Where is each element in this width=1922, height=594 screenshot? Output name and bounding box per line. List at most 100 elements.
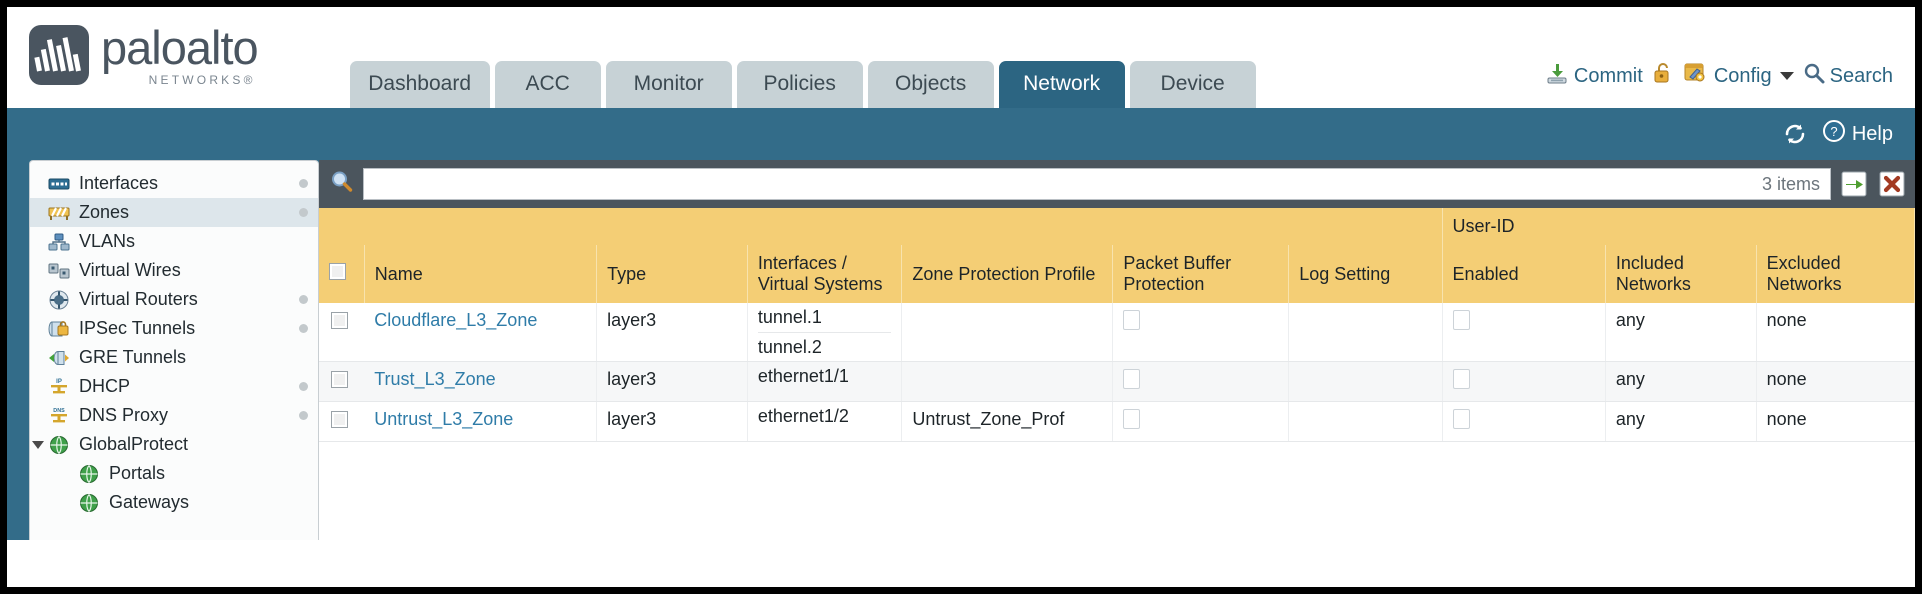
col-header-userid-enabled[interactable]: Enabled xyxy=(1442,245,1606,303)
tab-network[interactable]: Network xyxy=(998,61,1125,108)
cell-packet-buffer xyxy=(1112,401,1290,442)
cell-interfaces: ethernet1/1 xyxy=(747,361,903,402)
cell-excluded-networks: none xyxy=(1756,303,1915,362)
tab-dashboard[interactable]: Dashboard xyxy=(349,61,490,108)
col-header-name[interactable]: Name xyxy=(364,245,598,303)
table-row[interactable]: Untrust_L3_Zone layer3 ethernet1/2 Untru… xyxy=(319,401,1915,442)
row-select-cell[interactable] xyxy=(319,303,365,362)
clear-filter-button[interactable] xyxy=(1877,169,1907,199)
sidebar-label: Zones xyxy=(79,202,130,222)
select-all-checkbox[interactable] xyxy=(329,263,346,280)
table-group-header-row: User-ID xyxy=(319,208,1915,245)
ipsec-tunnels-icon xyxy=(48,319,70,338)
sidebar-item-interfaces[interactable]: Interfaces xyxy=(30,169,318,198)
row-checkbox[interactable] xyxy=(331,411,348,428)
virtual-wires-icon xyxy=(48,261,70,280)
col-header-type[interactable]: Type xyxy=(596,245,748,303)
search-field-wrap[interactable]: 3 items xyxy=(363,168,1831,200)
items-count-label: 3 items xyxy=(1761,173,1820,194)
col-header-zone-protection[interactable]: Zone Protection Profile xyxy=(901,245,1114,303)
sidebar-item-ipsec-tunnels[interactable]: IPSec Tunnels xyxy=(30,314,318,343)
sidebar-item-vlans[interactable]: VLANs xyxy=(30,227,318,256)
table-search-bar: 3 items xyxy=(319,160,1915,208)
sidebar-item-dhcp[interactable]: IP DHCP xyxy=(30,372,318,401)
col-header-excluded-networks[interactable]: Excluded Networks xyxy=(1756,245,1915,303)
sidebar-item-virtual-routers[interactable]: Virtual Routers xyxy=(30,285,318,314)
dns-proxy-icon: DNS xyxy=(48,406,70,425)
sidebar-item-globalprotect[interactable]: GlobalProtect xyxy=(30,430,318,459)
sidebar-item-dns-proxy[interactable]: DNS DNS Proxy xyxy=(30,401,318,430)
refresh-button[interactable] xyxy=(1780,119,1810,149)
col-header-included-networks[interactable]: Included Networks xyxy=(1605,245,1757,303)
packet-buffer-checkbox[interactable] xyxy=(1123,310,1141,330)
tab-policies[interactable]: Policies xyxy=(736,61,863,108)
table-row[interactable]: Cloudflare_L3_Zone layer3 tunnel.1 tunne… xyxy=(319,303,1915,362)
zone-name-link[interactable]: Cloudflare_L3_Zone xyxy=(374,310,538,330)
row-checkbox[interactable] xyxy=(331,312,348,329)
brand-tagline: NETWORKS® xyxy=(148,73,256,87)
header-actions: Commit xyxy=(1545,61,1915,108)
col-header-log-setting[interactable]: Log Setting xyxy=(1288,245,1443,303)
zones-table-body: Cloudflare_L3_Zone layer3 tunnel.1 tunne… xyxy=(319,303,1915,442)
userid-enabled-checkbox[interactable] xyxy=(1452,310,1470,330)
vlans-icon xyxy=(48,232,70,251)
cell-packet-buffer xyxy=(1112,303,1290,362)
cell-name: Trust_L3_Zone xyxy=(364,361,598,402)
lock-button[interactable] xyxy=(1652,61,1674,91)
sidebar-label: Interfaces xyxy=(79,173,159,193)
packet-buffer-checkbox[interactable] xyxy=(1123,369,1141,389)
cell-type: layer3 xyxy=(596,361,748,402)
tab-acc[interactable]: ACC xyxy=(494,61,601,108)
zone-name-link[interactable]: Trust_L3_Zone xyxy=(374,369,496,389)
group-header-userid: User-ID xyxy=(1442,208,1915,245)
row-checkbox[interactable] xyxy=(331,371,348,388)
userid-enabled-checkbox[interactable] xyxy=(1452,369,1470,389)
brand-name: paloalto xyxy=(101,21,259,74)
col-header-packet-buffer[interactable]: Packet Buffer Protection xyxy=(1112,245,1290,303)
cell-log-setting xyxy=(1288,401,1443,442)
cell-zone-protection xyxy=(901,303,1114,362)
chevron-down-icon[interactable] xyxy=(1779,72,1794,80)
cell-excluded-networks: none xyxy=(1756,401,1915,442)
row-select-cell[interactable] xyxy=(319,361,365,402)
select-all-header[interactable] xyxy=(319,245,365,303)
refresh-icon xyxy=(1785,124,1805,144)
apply-filter-button[interactable] xyxy=(1839,169,1869,199)
virtual-routers-icon xyxy=(48,290,70,309)
row-select-cell[interactable] xyxy=(319,401,365,442)
cell-zone-protection xyxy=(901,361,1114,402)
tab-objects[interactable]: Objects xyxy=(867,61,994,108)
table-row[interactable]: Trust_L3_Zone layer3 ethernet1/1 xyxy=(319,361,1915,402)
sidebar-status-dot xyxy=(299,324,308,333)
sidebar-label: DNS Proxy xyxy=(79,405,169,425)
sidebar-item-zones[interactable]: Zones xyxy=(30,198,318,227)
network-sidebar: Interfaces Zones xyxy=(29,160,319,540)
sidebar-item-gre-tunnels[interactable]: GRE Tunnels xyxy=(30,343,318,372)
config-wrench-icon xyxy=(1683,61,1709,91)
sidebar-item-gateways[interactable]: Gateways xyxy=(30,488,318,517)
userid-enabled-checkbox[interactable] xyxy=(1452,409,1470,429)
zone-name-link[interactable]: Untrust_L3_Zone xyxy=(374,409,514,429)
paloalto-logo-icon xyxy=(29,25,89,85)
table-header-row: Name Type Interfaces / Virtual Systems Z… xyxy=(319,245,1915,303)
expand-triangle-icon[interactable] xyxy=(32,440,44,449)
cell-userid-enabled xyxy=(1442,303,1606,362)
packet-buffer-checkbox[interactable] xyxy=(1123,409,1141,429)
tab-monitor[interactable]: Monitor xyxy=(605,61,732,108)
app-body: Interfaces Zones xyxy=(7,160,1915,540)
search-button[interactable]: Search xyxy=(1803,62,1893,90)
cell-log-setting xyxy=(1288,361,1443,402)
sidebar-item-portals[interactable]: Portals xyxy=(30,459,318,488)
config-menu[interactable]: Config xyxy=(1683,61,1794,91)
search-input[interactable] xyxy=(374,173,1762,195)
gateways-icon xyxy=(78,493,100,512)
sidebar-item-virtual-wires[interactable]: Virtual Wires xyxy=(30,256,318,285)
tab-device[interactable]: Device xyxy=(1129,61,1256,108)
col-header-interfaces[interactable]: Interfaces / Virtual Systems xyxy=(747,245,903,303)
sidebar-status-dot xyxy=(299,295,308,304)
commit-button[interactable]: Commit xyxy=(1545,61,1643,91)
cell-log-setting xyxy=(1288,303,1443,362)
brand-logo: paloalto NETWORKS® xyxy=(7,21,259,108)
help-button[interactable]: ? Help xyxy=(1822,119,1893,149)
clear-x-icon xyxy=(1879,171,1905,197)
